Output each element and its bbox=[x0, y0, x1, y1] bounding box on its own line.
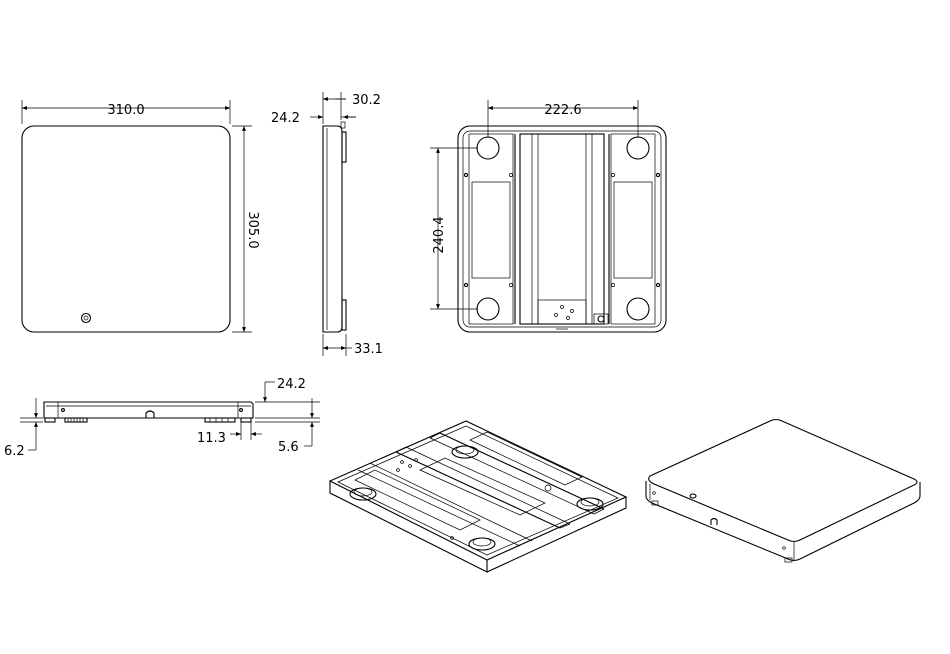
power-button-icon bbox=[82, 314, 91, 323]
edge-view: 6.2 24.2 5.6 11.3 bbox=[4, 377, 320, 459]
foot-icon bbox=[627, 137, 649, 159]
foot-icon bbox=[627, 298, 649, 320]
side-view: 30.2 24.2 33.1 bbox=[271, 92, 383, 357]
side-depth-top-label: 30.2 bbox=[352, 93, 381, 108]
foot-icon bbox=[469, 538, 495, 550]
edge-foot-label: 6.2 bbox=[4, 444, 25, 459]
isometric-top-view bbox=[646, 420, 920, 563]
bottom-height-label: 240.4 bbox=[432, 216, 447, 253]
front-height-label: 305.0 bbox=[245, 211, 260, 248]
edge-gap-label: 5.6 bbox=[278, 440, 299, 455]
isometric-underside-view bbox=[330, 421, 626, 572]
foot-icon bbox=[477, 137, 499, 159]
side-depth-bottom-label: 33.1 bbox=[354, 342, 383, 357]
edge-height-label: 24.2 bbox=[277, 377, 306, 392]
side-flange-label: 24.2 bbox=[271, 111, 300, 126]
power-button-icon bbox=[690, 494, 696, 498]
foot-icon bbox=[577, 498, 603, 510]
bottom-view: 222.6 240.4 bbox=[430, 100, 666, 332]
front-view: 310.0 305.0 bbox=[22, 100, 260, 332]
front-width-label: 310.0 bbox=[107, 103, 144, 118]
foot-icon bbox=[477, 298, 499, 320]
foot-icon bbox=[452, 446, 478, 458]
edge-foot-width-label: 11.3 bbox=[197, 431, 226, 446]
bottom-width-label: 222.6 bbox=[544, 103, 581, 118]
